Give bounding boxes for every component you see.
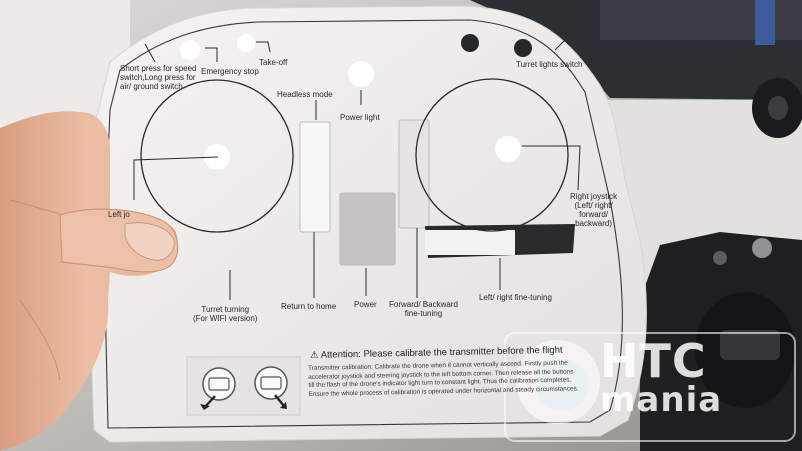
transmitter-stick: [720, 330, 780, 360]
turret-lights-switch-label: Turret lights switch: [516, 60, 583, 69]
watermark-line-2: mania: [600, 380, 723, 420]
turret-turning-line-2: (For WIFI version): [193, 314, 258, 323]
transmitter-button-small: [713, 251, 727, 265]
return-to-home-label: Return to home: [281, 302, 337, 311]
calibration-instructions: Transmitter calibration: Calibrate the d…: [308, 359, 579, 398]
calibration-diagram-icon-2: [254, 366, 288, 409]
speed-switch-line-2: switch,Long press for: [120, 73, 196, 82]
power-light-label: Power light: [340, 113, 380, 122]
left-joystick-label: Left jo: [108, 210, 130, 219]
speed-switch-label: Short press for speed switch,Long press …: [120, 64, 196, 91]
forward-backward-cutout: [398, 119, 430, 229]
emergency-stop-label: Emergency stop: [201, 67, 259, 76]
power-cutout: [339, 192, 396, 266]
turret-turning-label: Turret turning (For WIFI version): [193, 305, 257, 323]
forward-backward-label: Forward/ Backward fine-tuning: [389, 300, 458, 318]
transmitter-button: [752, 238, 772, 258]
finger-crease-2: [9, 199, 61, 215]
headless-mode-cutout: [299, 121, 331, 233]
right-joystick-line-3: forward/: [579, 210, 609, 219]
left-right-fine-tuning-label: Left/ right fine-tuning: [479, 293, 552, 302]
power-label: Power: [354, 300, 377, 309]
calibration-diagram-icon-1: [200, 367, 236, 410]
fine-tuning-cutout-light: [425, 230, 515, 255]
turret-light-hole-1: [461, 34, 479, 52]
right-joystick-line-4: backward): [575, 219, 613, 228]
right-joystick-line-1: Right joystick: [570, 192, 618, 201]
leader-lines: [133, 39, 581, 300]
headless-mode-label: Headless mode: [277, 90, 333, 99]
right-joystick-ring: [415, 78, 569, 232]
speed-switch-line-3: air/ ground switch: [120, 82, 183, 91]
speed-switch-line-1: Short press for speed: [120, 64, 197, 73]
right-joystick-label: Right joystick (Left/ right/ forward/ ba…: [570, 192, 617, 228]
watermark-frame: [504, 332, 796, 442]
right-joystick-hole: [495, 136, 521, 162]
black-wheel-hub: [768, 96, 788, 120]
right-joystick-line-2: (Left/ right/: [574, 201, 613, 210]
turret-turning-line-1: Turret turning: [201, 305, 250, 314]
warning-triangle-icon: ⚠: [310, 349, 319, 361]
watermark-line-1: HTC: [600, 334, 707, 388]
left-joystick-ring: [140, 79, 294, 233]
take-off-hole: [237, 34, 255, 52]
forward-backward-line-1: Forward/ Backward: [389, 300, 458, 309]
finger-crease: [19, 299, 61, 381]
forward-backward-line-2: fine-tuning: [404, 309, 443, 318]
thumbnail: [124, 222, 175, 261]
hand: [0, 111, 178, 451]
watermark-logo-inner: [536, 359, 588, 411]
turret-light-hole-2: [514, 39, 532, 57]
printed-border: [103, 19, 623, 429]
emergency-stop-hole: [180, 40, 200, 60]
blue-cable: [755, 0, 775, 45]
power-light-hole: [348, 61, 374, 87]
take-off-label: Take-off: [259, 58, 288, 67]
